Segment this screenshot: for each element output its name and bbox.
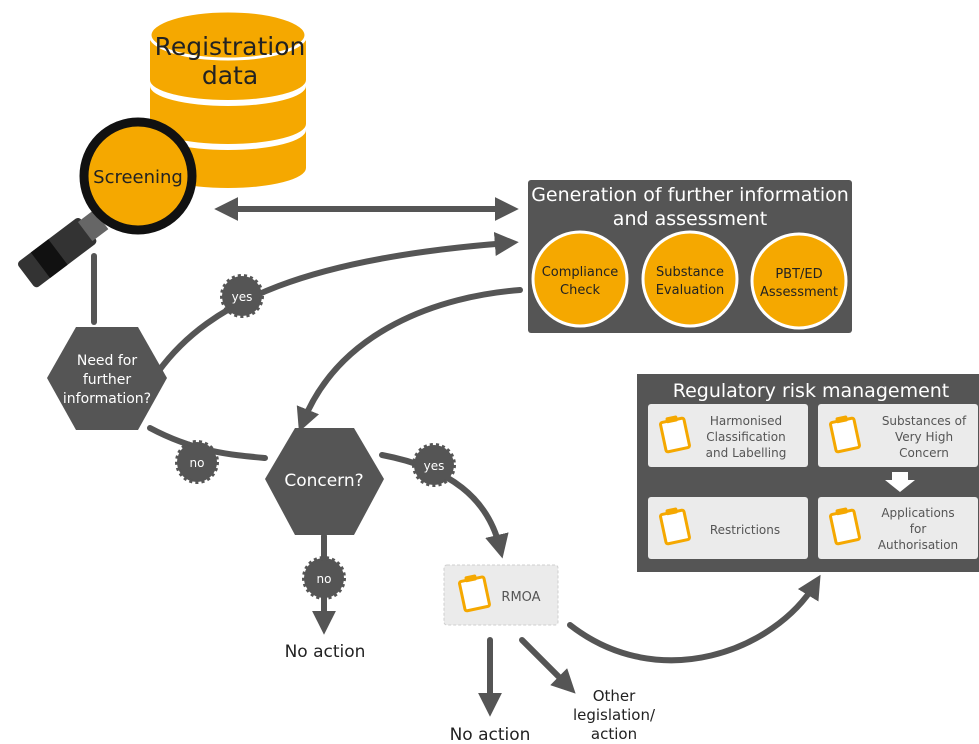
circle-1-line1: Compliance: [542, 265, 619, 280]
arrow-yes-to-rmoa: [379, 452, 509, 559]
concern-label: Concern?: [284, 471, 363, 491]
circle-3-line2: Assessment: [760, 285, 838, 300]
screening-label: Screening: [93, 167, 183, 188]
concern-hexagon: [265, 428, 384, 535]
need-info-line2: further: [83, 372, 132, 388]
other-line2: legislation/: [573, 706, 656, 724]
yes-badge-right-label: yes: [424, 459, 445, 473]
need-info-hexagon: [47, 327, 167, 430]
risk-item-harmonised: Harmonised Classification and Labelling: [648, 404, 808, 467]
database-icon: [148, 9, 308, 188]
generation-title-line2: and assessment: [613, 208, 767, 230]
clipboard-icon: [659, 508, 691, 546]
clipboard-icon: [458, 574, 491, 613]
risk-item-1-line3: and Labelling: [706, 446, 787, 460]
risk-item-2-line2: Very High: [895, 430, 953, 444]
risk-item-4-line1: Applications: [881, 506, 954, 520]
circle-2-line2: Evaluation: [656, 283, 725, 298]
arrow-rmoa-to-risk: [567, 574, 821, 664]
database-label-line1: Registration: [155, 32, 306, 61]
database-label-line2: data: [202, 61, 258, 90]
no-badge-left-label: no: [190, 456, 205, 470]
risk-item-2-line1: Substances of: [882, 414, 967, 428]
risk-title: Regulatory risk management: [673, 380, 950, 402]
risk-item-3-line1: Restrictions: [710, 523, 780, 537]
risk-item-4-line3: Authorisation: [878, 538, 958, 552]
arrow-generation-to-concern: [296, 287, 523, 433]
arrow-svhc-to-authorisation: [885, 472, 915, 492]
pbt-ed-assessment-circle: PBT/ED Assessment: [750, 232, 848, 330]
risk-item-4-line2: for: [910, 522, 927, 536]
compliance-check-circle: Compliance Check: [531, 230, 629, 328]
clipboard-icon: [829, 416, 861, 454]
need-info-line1: Need for: [77, 353, 138, 369]
yes-badge-top-label: yes: [232, 290, 253, 304]
risk-item-svhc: Substances of Very High Concern: [818, 404, 978, 467]
risk-item-2-line3: Concern: [899, 446, 949, 460]
clipboard-icon: [829, 508, 861, 546]
risk-item-1-line2: Classification: [706, 430, 785, 444]
no-action-left: No action: [285, 642, 366, 662]
circle-1-line2: Check: [560, 283, 600, 298]
no-badge-left: no: [175, 440, 219, 484]
need-info-line3: information?: [63, 391, 151, 407]
risk-item-1-line1: Harmonised: [710, 414, 782, 428]
no-badge-down-label: no: [317, 572, 332, 586]
rmoa-label: RMOA: [501, 590, 540, 605]
no-action-bottom: No action: [450, 725, 531, 744]
substance-evaluation-circle: Substance Evaluation: [641, 230, 739, 328]
magnifier-icon: [18, 117, 197, 288]
yes-badge-right: yes: [412, 443, 456, 487]
risk-item-authorisation: Applications for Authorisation: [818, 497, 978, 559]
arrow-yes-to-generation: [155, 232, 519, 375]
circle-3-line1: PBT/ED: [775, 267, 822, 282]
generation-title-line1: Generation of further information: [531, 184, 849, 206]
other-line3: action: [591, 725, 637, 743]
yes-badge-top: yes: [220, 274, 264, 318]
arrow-rmoa-to-other: [519, 637, 576, 694]
risk-item-restrictions: Restrictions: [648, 497, 808, 559]
no-badge-down: no: [302, 556, 346, 600]
clipboard-icon: [659, 416, 691, 454]
other-line1: Other: [593, 687, 636, 705]
circle-2-line1: Substance: [656, 265, 724, 280]
